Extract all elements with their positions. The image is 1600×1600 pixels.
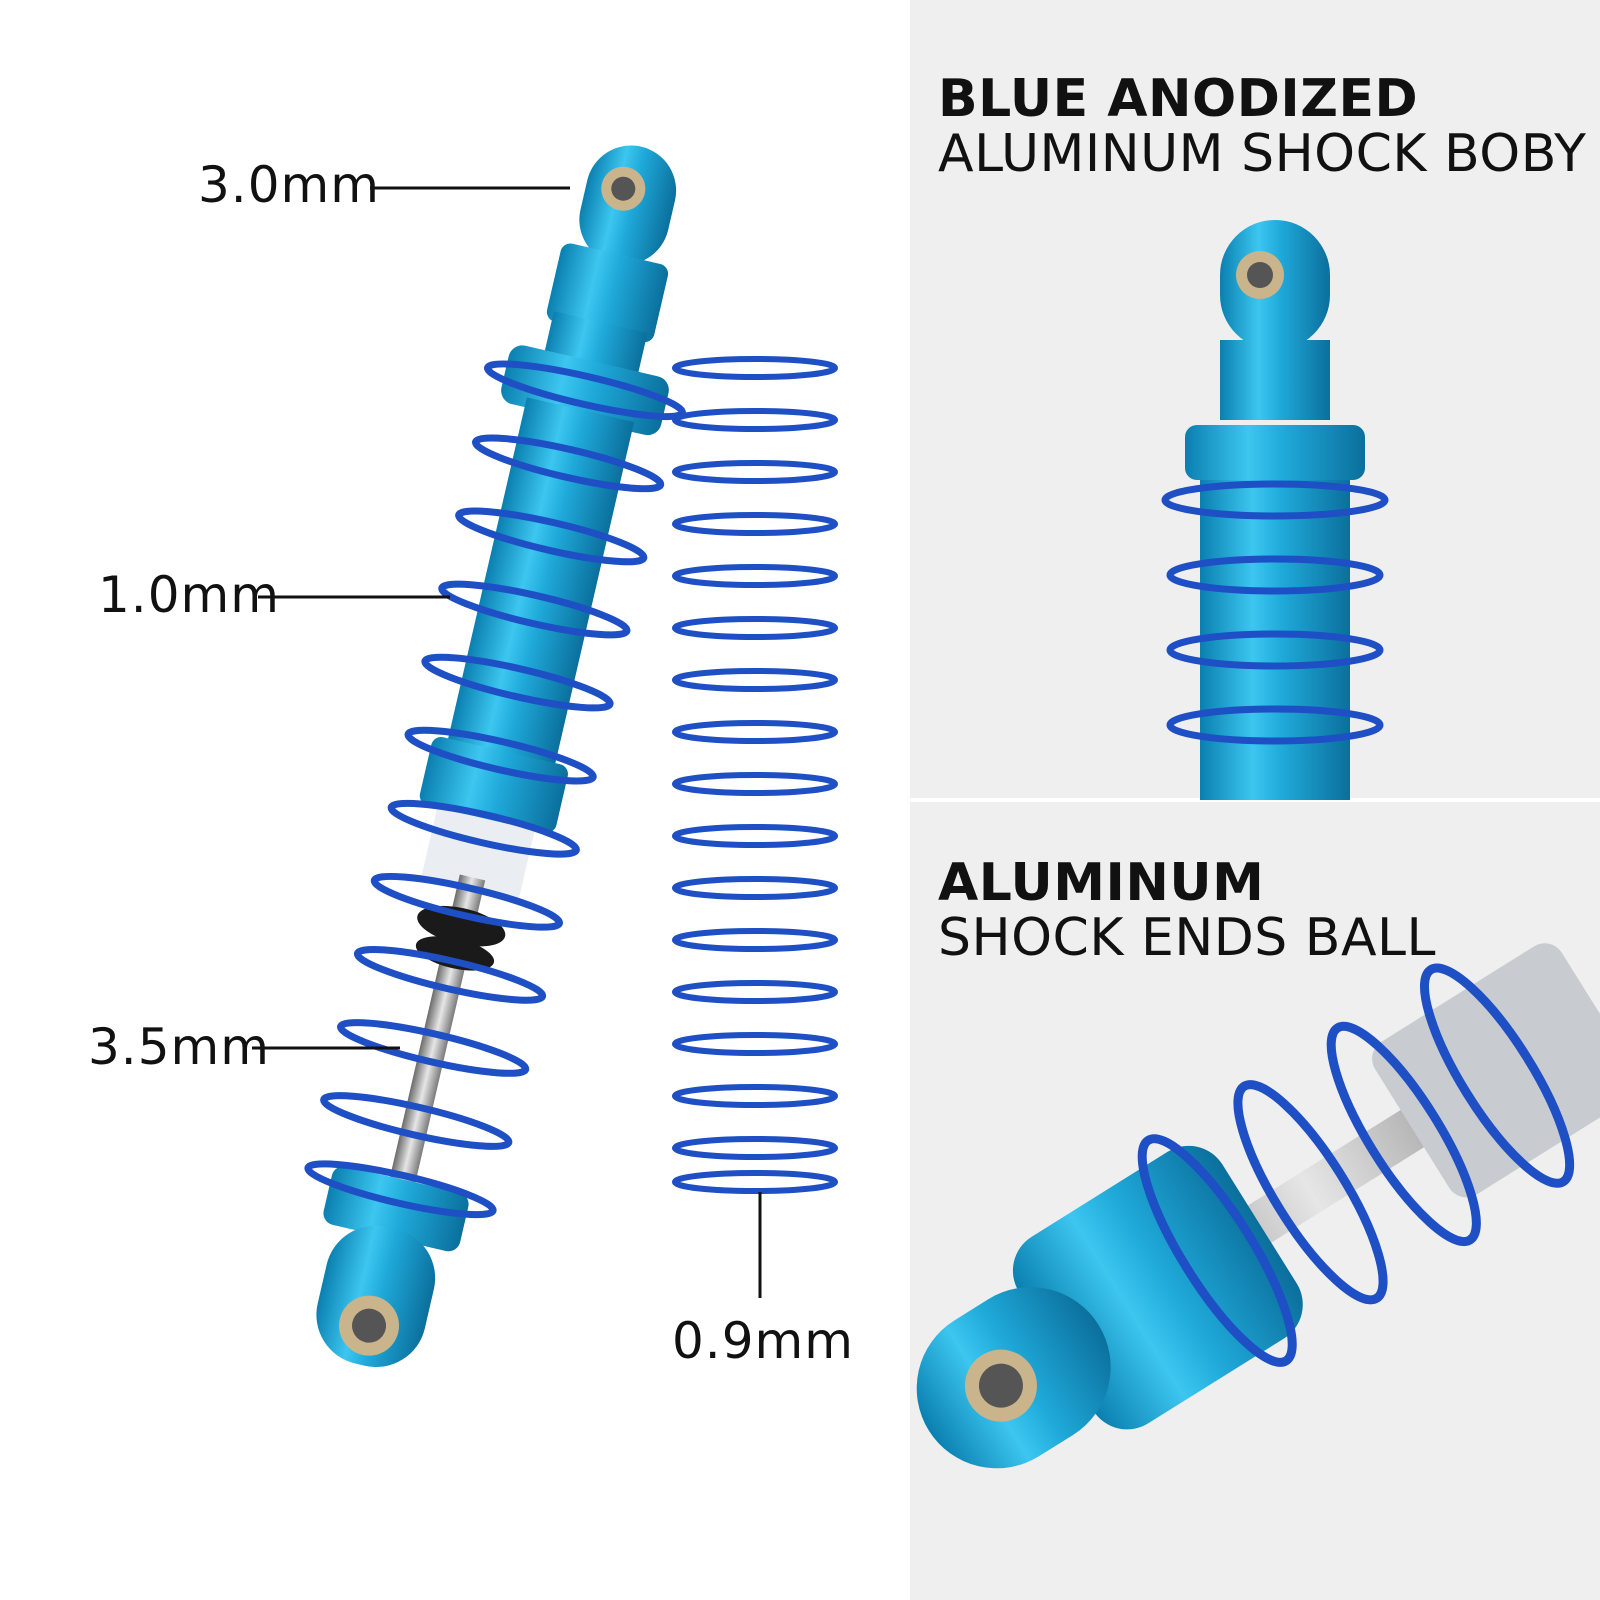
detail-heading-bottom-bold: ALUMINUM [938,853,1265,913]
loose-spring [672,356,838,1194]
dimension-label-shock-body: 1.0mm [98,566,280,624]
detail-heading-top-light: ALUMINUM SHOCK BOBY [938,123,1587,184]
detail-heading-top-bold: BLUE ANODIZED [938,69,1419,129]
dimension-leader-lines [252,186,762,1298]
main-shock-absorber [304,145,686,1368]
detail-heading-top: BLUE ANODIZED ALUMINUM SHOCK BOBY [938,72,1586,181]
dimension-label-top-eyelet: 3.0mm [198,156,380,214]
detail-heading-bottom: ALUMINUM SHOCK ENDS BALL [938,856,1436,965]
detail-shock-end [916,943,1600,1469]
detail-heading-bottom-light: SHOCK ENDS BALL [938,907,1436,968]
detail-shock-body [1161,220,1389,800]
dimension-label-spring-wire: 0.9mm [672,1312,854,1370]
dimension-label-shaft: 3.5mm [88,1018,270,1076]
